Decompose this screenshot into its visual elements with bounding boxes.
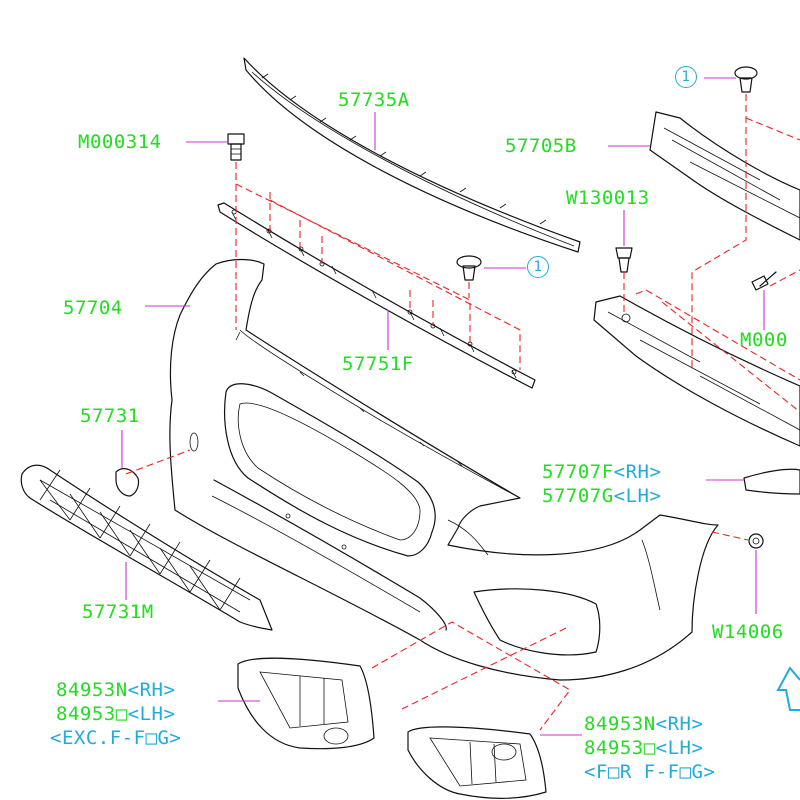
note-lh: <LH> xyxy=(613,485,662,507)
label-57731: 57731 xyxy=(80,405,140,427)
label-84953n-left: 84953N<RH> xyxy=(56,680,175,700)
clip-w14006 xyxy=(748,533,764,549)
label-57735a: 57735A xyxy=(338,89,410,111)
label-m000-cut: M000 xyxy=(740,329,788,351)
clip-m000314 xyxy=(227,133,245,161)
side-cap xyxy=(115,468,140,497)
label-84953o-left: 84953□<LH> xyxy=(56,704,175,724)
lower-beam xyxy=(593,295,800,447)
label-w130013: W130013 xyxy=(566,187,650,209)
side-bracket xyxy=(743,468,800,495)
assembly-lines xyxy=(125,94,800,731)
label-w14006-cut: W14006 xyxy=(712,621,784,643)
label-57705b: 57705B xyxy=(505,135,577,157)
upper-beam xyxy=(649,111,800,241)
part-84953n-left: 84953N xyxy=(56,679,128,701)
fog-cover-left xyxy=(237,657,375,750)
screw-right xyxy=(751,271,777,291)
note-exc-f-fog: <EXC.F-F□G> xyxy=(50,727,182,749)
leader-lines xyxy=(121,77,765,736)
part-57707f: 57707F xyxy=(542,461,614,483)
upper-trim-strip xyxy=(243,57,581,253)
note-rh-right: <RH> xyxy=(655,713,704,735)
note-rh: <RH> xyxy=(613,461,662,483)
clip-middle xyxy=(456,255,482,281)
label-57707f-rh: 57707F<RH> xyxy=(542,462,661,482)
label-57707g-lh: 57707G<LH> xyxy=(542,486,661,506)
front-arrow-icon xyxy=(776,666,800,711)
note-lh-right: <LH> xyxy=(655,737,704,759)
ref-callout-top-right: 1 xyxy=(675,66,697,88)
clip-top-right xyxy=(734,66,758,93)
label-84953n-right: 84953N<RH> xyxy=(584,714,703,734)
clip-w130013 xyxy=(615,247,633,273)
note-rh-left: <RH> xyxy=(127,679,176,701)
ref-callout-middle: 1 xyxy=(527,256,549,278)
label-57751f: 57751F xyxy=(342,353,414,375)
note-lh-left: <LH> xyxy=(127,703,176,725)
fog-cover-right xyxy=(407,726,547,799)
part-84953n-right: 84953N xyxy=(584,713,656,735)
label-57731m: 57731M xyxy=(82,601,154,623)
label-84953o-right: 84953□<LH> xyxy=(584,738,703,758)
lower-grille xyxy=(20,464,273,631)
part-84953o-left: 84953□ xyxy=(56,703,128,725)
part-84953o-right: 84953□ xyxy=(584,737,656,759)
bumper-face xyxy=(169,258,719,681)
note-for-f-fog: <F□R F-F□G> xyxy=(584,761,716,783)
part-57707g: 57707G xyxy=(542,485,614,507)
label-57704: 57704 xyxy=(63,297,123,319)
label-m000314: M000314 xyxy=(78,131,162,153)
